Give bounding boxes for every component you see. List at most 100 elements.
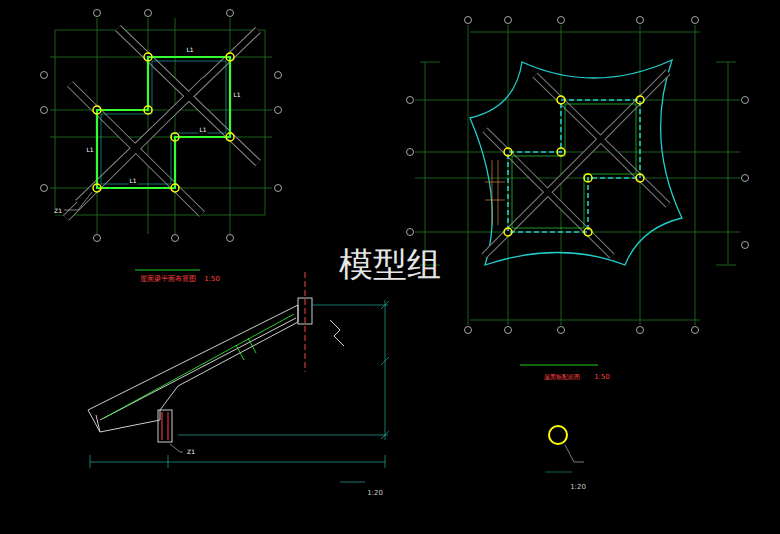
leader-line xyxy=(64,192,92,210)
grid-bubble xyxy=(742,175,749,182)
grid-bubble xyxy=(465,17,472,24)
beam-label: L1 xyxy=(85,147,94,154)
drawing-title: 屋面梁平面布置图 xyxy=(139,276,197,284)
grid-bubble xyxy=(94,10,101,17)
rebar xyxy=(104,314,294,418)
grid-bubble xyxy=(41,107,48,114)
rebar-detail xyxy=(485,160,505,225)
column xyxy=(504,148,512,156)
dimension-line xyxy=(385,455,386,468)
column-section xyxy=(305,272,306,372)
scale-label: 1:20 xyxy=(569,484,587,492)
grid-bubble xyxy=(637,17,644,24)
grid-lines xyxy=(175,18,176,234)
column-section xyxy=(168,412,169,440)
sloped-roof-beam xyxy=(88,305,298,432)
grid-bubble xyxy=(558,327,565,334)
grid-bubble xyxy=(465,327,472,334)
grid-lines xyxy=(716,62,736,63)
grid-bubble xyxy=(275,72,282,79)
dimension-line xyxy=(312,305,388,306)
column-detail xyxy=(545,472,572,473)
grid-bubble xyxy=(692,327,699,334)
rebar-detail xyxy=(498,160,499,225)
grid-lines xyxy=(468,25,469,325)
column xyxy=(557,96,565,104)
grid-lines xyxy=(728,62,729,265)
grid-lines xyxy=(50,110,272,111)
diagonal-beam xyxy=(484,72,668,256)
grid-lines xyxy=(716,265,736,266)
rebar xyxy=(236,345,244,360)
beam-label: L1 xyxy=(128,178,137,185)
column-section xyxy=(162,412,163,440)
column xyxy=(557,148,565,156)
dimension-line xyxy=(178,435,388,436)
scale-label: 1:50 xyxy=(203,276,221,284)
column xyxy=(504,96,644,236)
grid-lines xyxy=(695,25,696,325)
diagonal-beam xyxy=(66,28,258,218)
beam-label: L1 xyxy=(198,127,207,134)
grid-lines xyxy=(470,32,700,33)
diagonal-beam xyxy=(484,72,668,256)
column xyxy=(144,106,152,114)
grid-bubble xyxy=(94,235,101,242)
grid-bubble xyxy=(145,10,152,17)
sloped-roof-beam xyxy=(100,318,296,420)
ring-beam xyxy=(97,57,230,188)
dimension-line xyxy=(381,431,389,439)
grid-lines xyxy=(50,137,272,138)
grid-bubble xyxy=(275,107,282,114)
diagonal-beam xyxy=(484,128,612,256)
title-underline xyxy=(135,269,200,270)
column xyxy=(93,184,101,192)
grid-bubble xyxy=(742,97,749,104)
column xyxy=(226,133,234,141)
watermark: 模型组 xyxy=(338,246,442,283)
column xyxy=(93,106,101,114)
diagonal-beam xyxy=(484,128,612,256)
diagonal-beam xyxy=(66,80,205,218)
column xyxy=(636,96,644,104)
beam-label: L1 xyxy=(185,47,194,54)
drawing-title: 屋面板配筋图 xyxy=(543,374,581,381)
roof-outline xyxy=(470,60,682,265)
grid-lines xyxy=(50,18,272,234)
dimension-line xyxy=(90,300,389,482)
grid-lines xyxy=(55,30,56,215)
grid-lines xyxy=(420,62,440,63)
title-underline xyxy=(520,364,598,365)
column-section xyxy=(158,272,344,442)
ring-beam xyxy=(512,104,636,228)
grid-bubble xyxy=(407,97,414,104)
grid-lines xyxy=(148,18,149,234)
sloped-roof-beam xyxy=(96,415,100,432)
grid-bubble xyxy=(637,327,644,334)
grid-bubble xyxy=(742,242,749,249)
scale-label: 1:20 xyxy=(366,490,384,498)
column-section xyxy=(330,320,344,346)
grid-bubble xyxy=(692,17,699,24)
sloped-roof-beam xyxy=(88,305,298,432)
dimension-line xyxy=(381,301,389,309)
rebar xyxy=(104,314,294,418)
diagonal-beam xyxy=(66,80,205,218)
grid-bubble xyxy=(227,235,234,242)
dimension-line xyxy=(381,357,389,365)
column xyxy=(226,53,234,61)
rebar-detail xyxy=(485,182,505,183)
ring-beam xyxy=(101,61,226,184)
dimension-line xyxy=(340,482,365,483)
dimension-line xyxy=(168,455,169,468)
ring-beam xyxy=(508,100,640,232)
grid-bubble xyxy=(558,17,565,24)
rebar xyxy=(248,338,256,353)
grid-bubble xyxy=(407,149,414,156)
grid-bubble xyxy=(41,10,282,242)
roof-outline xyxy=(470,60,682,265)
grid-lines xyxy=(415,178,740,179)
column xyxy=(636,174,644,182)
leader-line xyxy=(170,444,183,452)
grid-bubble xyxy=(227,10,234,17)
